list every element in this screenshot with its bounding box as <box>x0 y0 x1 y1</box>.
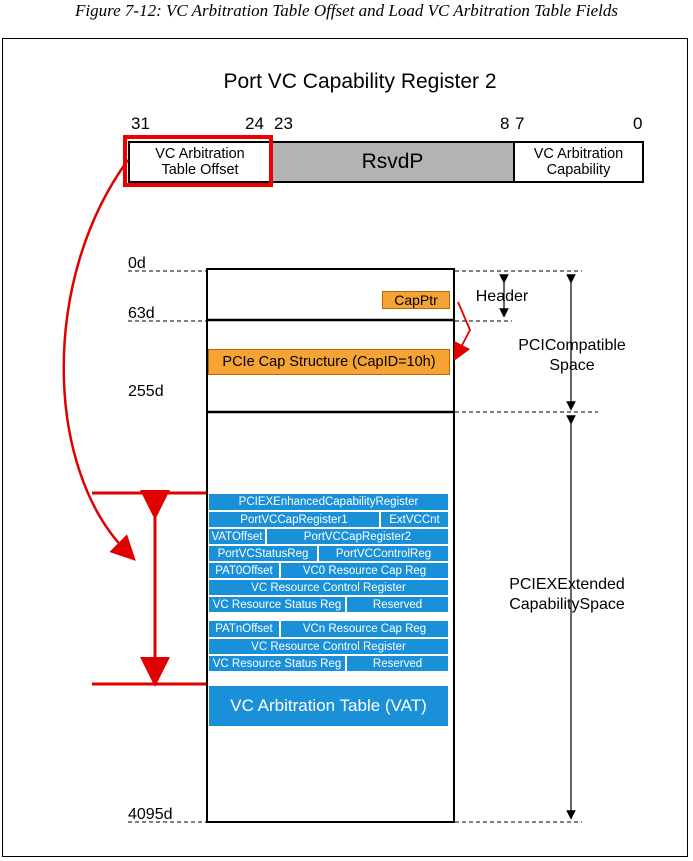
offset-255d: 255d <box>128 383 164 400</box>
vat-offset-cell: VATOffset <box>208 528 266 545</box>
vcn-reserved: Reserved <box>346 655 449 672</box>
pcie-cap-structure: PCIe Cap Structure (CapID=10h) <box>208 349 450 375</box>
offset-4095d: 4095d <box>128 806 173 823</box>
capptr-pointer-arrow <box>453 301 471 361</box>
vat-offset-highlight <box>123 135 273 187</box>
pat0-offset: PAT0Offset <box>208 562 280 579</box>
vcn-resource-control-reg: VC Resource Control Register <box>208 638 449 655</box>
pciex-enhanced-cap-reg: PCIEXEnhancedCapabilityRegister <box>208 493 449 511</box>
ext-vc-cnt: ExtVCCnt <box>380 511 449 528</box>
bit-24: 24 <box>245 114 264 133</box>
field-vc-arb-cap-line2: Capability <box>546 162 611 178</box>
vc0-resource-control-reg: VC Resource Control Register <box>208 579 449 596</box>
bit-31: 31 <box>131 114 150 133</box>
vc-arbitration-table: VC Arbitration Table (VAT) <box>208 685 449 727</box>
field-vat-offset-line1: VC Arbitration <box>155 146 245 162</box>
field-vat-offset-line2: Table Offset <box>161 162 239 178</box>
bit-8: 8 <box>500 114 510 133</box>
port-vc-cap-reg1: PortVCCapRegister1 <box>208 511 380 528</box>
bit-7: 7 <box>515 114 525 133</box>
field-vc-arb-cap-line1: VC Arbitration <box>533 146 624 162</box>
bit-0: 0 <box>633 114 643 133</box>
figure-frame <box>2 38 688 857</box>
config-space-box <box>206 268 455 823</box>
vc0-reserved: Reserved <box>346 596 449 613</box>
port-vc-cap-reg2: PortVCCapRegister2 <box>266 528 449 545</box>
offset-0d: 0d <box>128 255 146 272</box>
vc0-resource-status-reg: VC Resource Status Reg <box>208 596 346 613</box>
capptr-box: CapPtr <box>382 291 450 309</box>
port-vc-control-reg: PortVCControlReg <box>318 545 449 562</box>
bit-23: 23 <box>274 114 293 133</box>
offset-63d: 63d <box>128 305 155 322</box>
patn-offset: PATnOffset <box>208 620 280 638</box>
figure-caption: Figure 7-12: VC Arbitration Table Offset… <box>75 1 618 20</box>
vcn-resource-cap-reg: VCn Resource Cap Reg <box>280 620 449 638</box>
vat-offset-curve-arrow <box>62 159 136 561</box>
vc0-resource-cap-reg: VC0 Resource Cap Reg <box>280 562 449 579</box>
port-vc-status-reg: PortVCStatusReg <box>208 545 318 562</box>
vcn-resource-status-reg: VC Resource Status Reg <box>208 655 346 672</box>
register-title: Port VC Capability Register 2 <box>223 70 497 93</box>
